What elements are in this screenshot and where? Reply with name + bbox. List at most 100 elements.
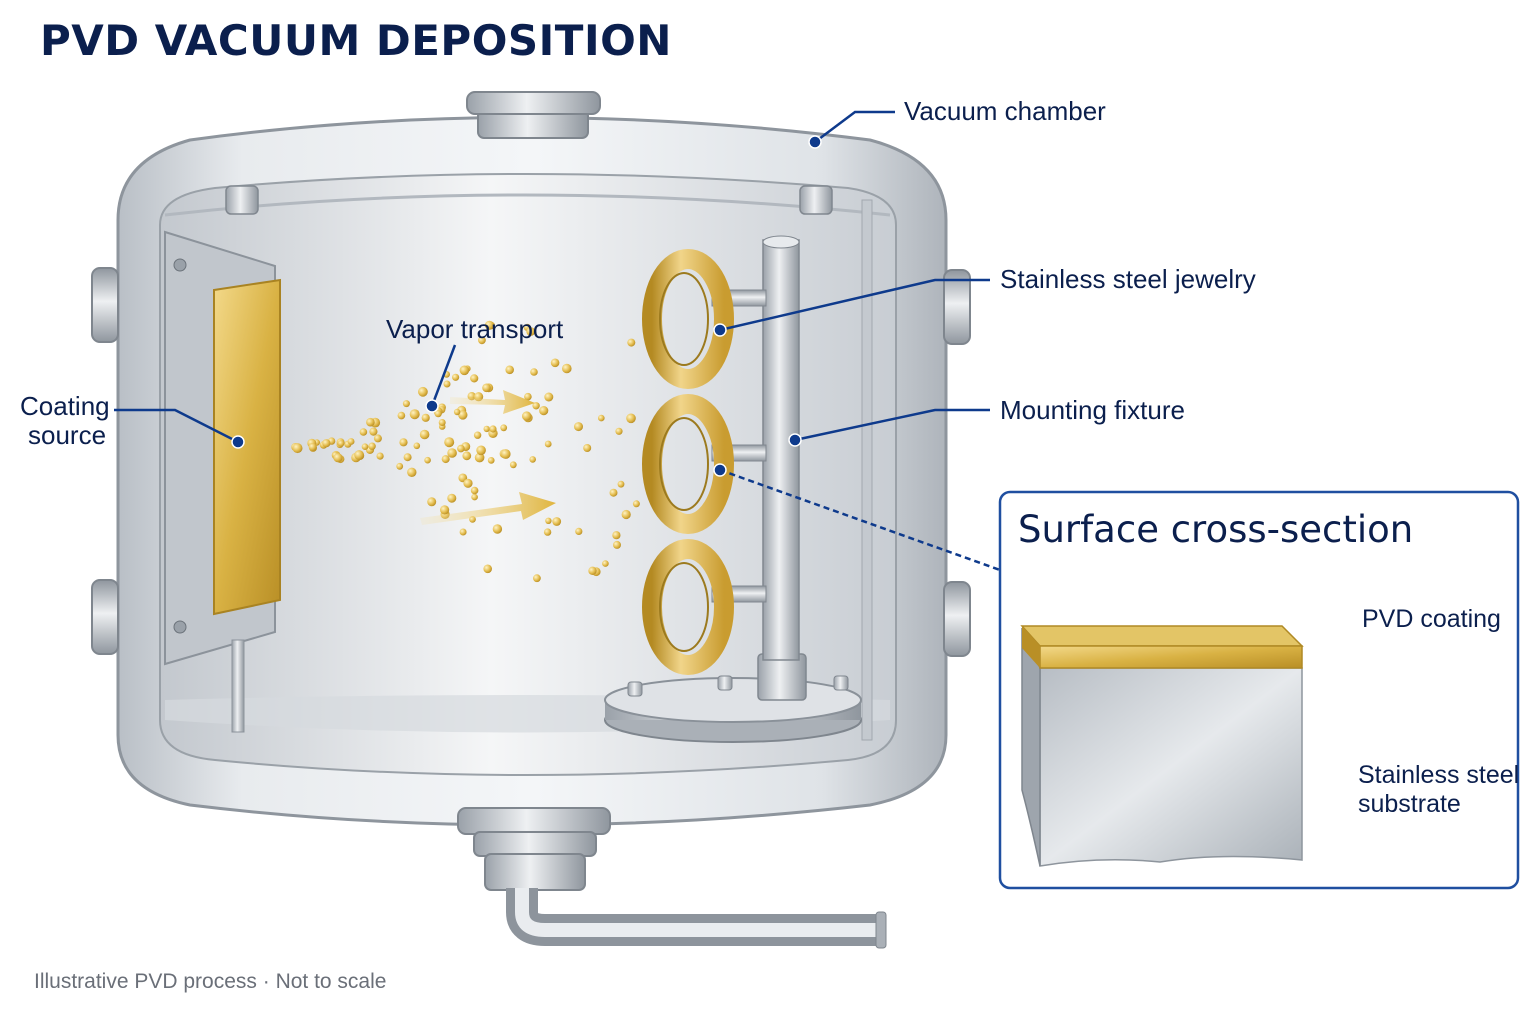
vapor-particle xyxy=(441,455,450,464)
vapor-arrow-upper xyxy=(450,390,535,414)
vapor-particle xyxy=(376,452,384,460)
vapor-particle xyxy=(459,365,470,376)
vapor-particle xyxy=(333,453,343,463)
vapor-particle xyxy=(482,383,491,393)
vapor-particle xyxy=(337,440,345,447)
label-substrate-line2: substrate xyxy=(1358,790,1461,818)
vapor-particle xyxy=(347,438,355,445)
vapor-particle xyxy=(292,443,303,454)
vapor-particle xyxy=(453,408,461,416)
vapor-particle xyxy=(588,566,597,575)
vapor-particles xyxy=(291,320,640,583)
base-bolt-2 xyxy=(717,675,733,691)
vapor-particle xyxy=(457,444,465,453)
vapor-particle xyxy=(459,528,467,536)
inset-title: Surface cross-section xyxy=(1018,508,1414,551)
label-pvd-coating: PVD coating xyxy=(1362,605,1501,633)
vapor-particle xyxy=(418,386,428,397)
vapor-particle xyxy=(463,478,473,488)
vapor-particle xyxy=(368,442,376,450)
right-inner-wall xyxy=(861,199,873,741)
base-bolt-1 xyxy=(627,681,643,697)
vapor-particle xyxy=(373,434,382,443)
vapor-particle xyxy=(539,406,549,416)
vapor-particle xyxy=(473,431,482,439)
vapor-particle xyxy=(489,425,497,433)
vapor-particle xyxy=(612,531,621,540)
vapor-particle xyxy=(443,380,451,388)
side-port-left-upper xyxy=(91,267,119,343)
coating-side xyxy=(1022,626,1040,668)
vapor-particle xyxy=(562,363,572,374)
vapor-particle xyxy=(545,517,552,524)
vapor-particle xyxy=(402,400,410,408)
vapor-particle xyxy=(322,439,331,448)
label-coating-source: Coating source xyxy=(20,392,110,450)
vapor-particle xyxy=(505,365,514,375)
vapor-particle xyxy=(447,448,457,458)
top-bolt-left xyxy=(225,185,259,215)
vapor-particle xyxy=(424,456,431,464)
vapor-particle xyxy=(544,440,552,448)
label-vacuum-chamber: Vacuum chamber xyxy=(904,96,1106,126)
vapor-particle xyxy=(598,414,605,422)
top-bolt-right xyxy=(799,185,833,215)
vapor-particle xyxy=(552,517,562,526)
vapor-particle xyxy=(617,480,625,488)
vapor-particle xyxy=(533,574,541,583)
label-mounting-fixture: Mounting fixture xyxy=(1000,395,1185,425)
top-port-flange xyxy=(466,91,601,115)
vapor-particle xyxy=(550,358,560,368)
vapor-particle xyxy=(421,413,430,422)
leader-stainless-steel-jewelry xyxy=(719,278,990,332)
vapor-particle xyxy=(484,320,494,330)
vapor-particle xyxy=(522,411,532,421)
vapor-particle xyxy=(447,493,457,503)
vapor-particle xyxy=(396,462,404,470)
vapor-particle xyxy=(626,413,636,424)
label-vapor-transport: Vapor transport xyxy=(386,314,564,344)
bottom-port-neck xyxy=(473,831,597,857)
exhaust-pipe-end xyxy=(875,911,887,949)
substrate-side xyxy=(1021,627,1041,867)
mount-screw-bottom xyxy=(173,620,187,634)
vapor-particle xyxy=(434,410,442,418)
vapor-particle xyxy=(632,500,640,508)
bottom-port-flange xyxy=(457,807,611,835)
vapor-particle xyxy=(500,449,511,459)
bottom-port-coupling xyxy=(484,853,586,891)
vapor-particle xyxy=(583,444,592,452)
vapor-particle xyxy=(366,417,375,427)
vapor-particle xyxy=(476,445,486,456)
vapor-particle xyxy=(361,443,369,451)
vapor-particle xyxy=(427,497,437,507)
label-substrate: Stainless steel substrate xyxy=(1358,761,1519,819)
mount-screw-top xyxy=(173,258,187,272)
base-bolt-3 xyxy=(833,675,849,691)
vapor-particle xyxy=(399,438,408,447)
interior-top-rim xyxy=(164,193,891,217)
substrate-front xyxy=(1039,667,1303,867)
vapor-particle xyxy=(354,450,364,460)
leader-vapor-transport xyxy=(430,344,457,407)
vapor-particle xyxy=(407,467,417,477)
vapor-particle xyxy=(359,428,368,436)
vapor-particle xyxy=(413,442,421,450)
vapor-particle xyxy=(544,392,554,402)
jewelry-ring-mid xyxy=(642,394,734,534)
side-port-right-upper xyxy=(943,269,971,345)
vapor-particle xyxy=(627,338,636,347)
vapor-particle xyxy=(524,392,532,401)
vapor-particle xyxy=(369,427,378,436)
vapor-particle xyxy=(526,327,536,336)
fixture-column xyxy=(762,239,800,661)
vapor-particle xyxy=(574,422,583,432)
vapor-particle xyxy=(458,410,468,420)
leader-mounting-fixture xyxy=(794,408,990,442)
vapor-particle xyxy=(471,493,478,501)
vapor-particle xyxy=(478,336,486,345)
label-coating-source-line2: source xyxy=(28,420,107,450)
vapor-particle xyxy=(530,368,538,376)
vapor-particle xyxy=(438,419,446,426)
vapor-particle xyxy=(397,411,406,420)
